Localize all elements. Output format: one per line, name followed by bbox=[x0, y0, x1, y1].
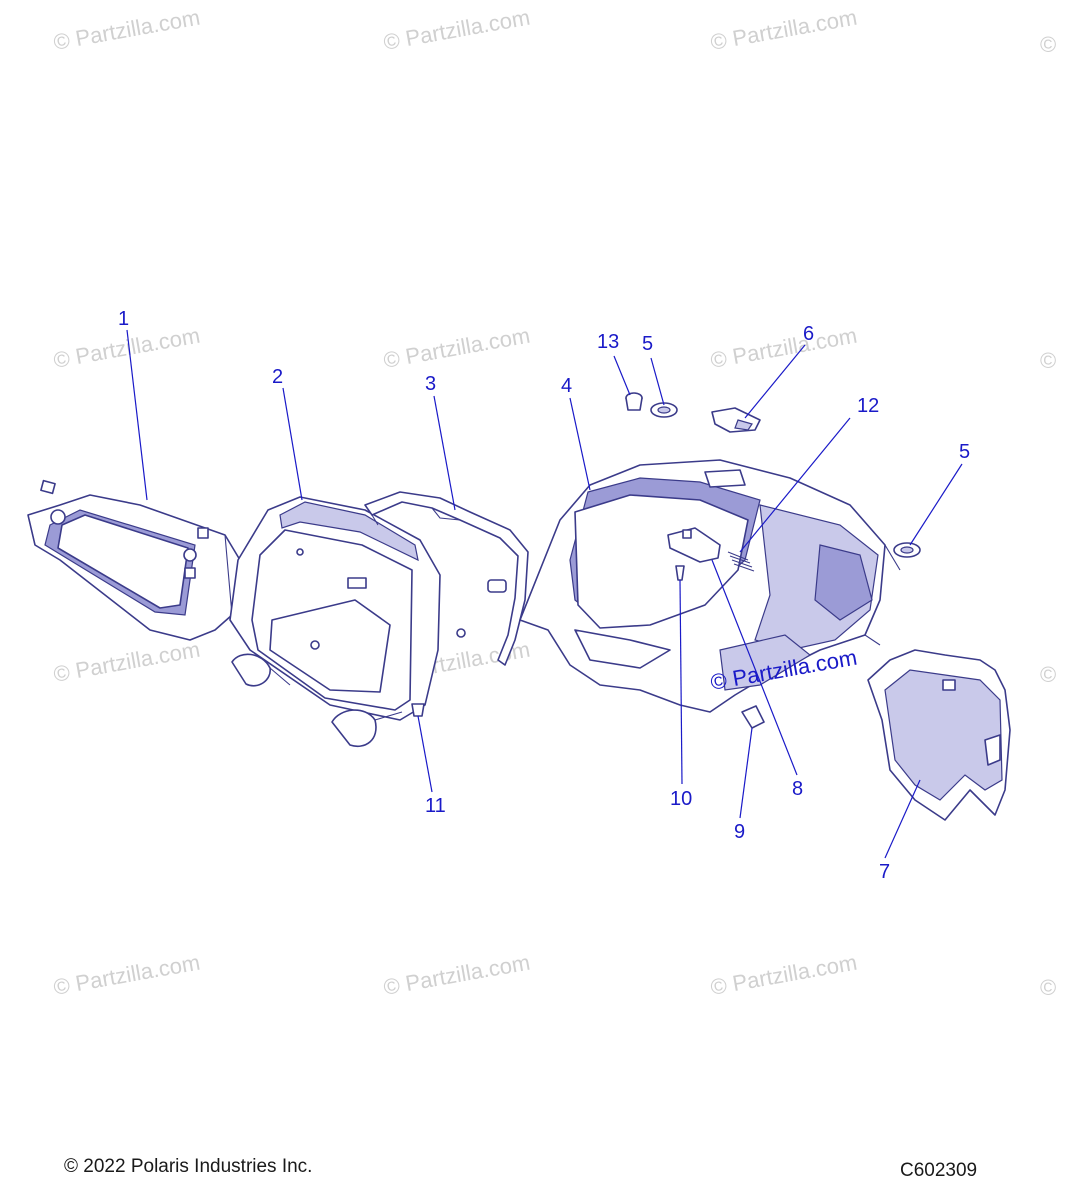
part-2-bezel[interactable] bbox=[229, 496, 441, 747]
part-8-bracket[interactable] bbox=[667, 527, 721, 563]
part-11-screw[interactable] bbox=[411, 703, 425, 717]
callout-3[interactable]: 3 bbox=[425, 373, 436, 395]
callout-6[interactable]: 6 bbox=[803, 323, 814, 345]
callout-11[interactable]: 11 bbox=[425, 795, 446, 817]
callout-5-top[interactable]: 5 bbox=[642, 333, 653, 355]
watermark: © Partzilla.com bbox=[709, 5, 859, 55]
callout-labels: 1 2 3 4 5 13 6 12 5 11 10 9 8 7 bbox=[118, 308, 970, 883]
part-12-spring[interactable] bbox=[727, 551, 755, 572]
callout-9[interactable]: 9 bbox=[734, 821, 745, 843]
callout-7[interactable]: 7 bbox=[879, 861, 890, 883]
watermark: © Partzilla.com bbox=[382, 5, 532, 55]
part-6-switch[interactable] bbox=[711, 407, 761, 433]
watermark: © bbox=[1040, 662, 1056, 687]
part-10-screw[interactable] bbox=[675, 565, 685, 581]
callout-13[interactable]: 13 bbox=[597, 331, 619, 353]
part-1-display-gauge[interactable] bbox=[27, 479, 241, 641]
part-7-cover-plate[interactable] bbox=[867, 649, 1011, 821]
callout-10[interactable]: 10 bbox=[670, 788, 692, 810]
callout-2[interactable]: 2 bbox=[272, 366, 283, 388]
callout-1[interactable]: 1 bbox=[118, 308, 129, 330]
part-9-fastener[interactable] bbox=[741, 705, 765, 729]
watermark: © Partzilla.com bbox=[52, 637, 202, 687]
callout-12[interactable]: 12 bbox=[857, 395, 879, 417]
callout-8[interactable]: 8 bbox=[792, 778, 803, 800]
part-3-gasket[interactable] bbox=[364, 491, 529, 666]
callout-4[interactable]: 4 bbox=[561, 375, 572, 397]
watermark: © bbox=[1040, 348, 1056, 373]
copyright-notice: © 2022 Polaris Industries Inc. bbox=[64, 1156, 313, 1177]
part-4-housing[interactable] bbox=[519, 459, 901, 713]
watermark: © Partzilla.com bbox=[52, 950, 202, 1000]
watermark: © Partzilla.com bbox=[382, 323, 532, 373]
part-13-plug[interactable] bbox=[625, 392, 643, 411]
part-5-grommet-top[interactable] bbox=[650, 402, 678, 418]
watermark: © Partzilla.com bbox=[52, 5, 202, 55]
leader-lines bbox=[126, 329, 963, 859]
callout-5-right[interactable]: 5 bbox=[959, 441, 970, 463]
watermark: © Partzilla.com bbox=[709, 323, 859, 373]
watermark: © Partzilla.com bbox=[382, 950, 532, 1000]
diagram-code: C602309 bbox=[900, 1160, 978, 1181]
watermark-layer: © Partzilla.com © Partzilla.com © Partzi… bbox=[52, 5, 1057, 1000]
watermark: © bbox=[1040, 975, 1056, 1000]
watermark: © Partzilla.com bbox=[709, 950, 859, 1000]
watermark: © bbox=[1040, 32, 1056, 57]
part-5-grommet-right[interactable] bbox=[893, 542, 921, 558]
